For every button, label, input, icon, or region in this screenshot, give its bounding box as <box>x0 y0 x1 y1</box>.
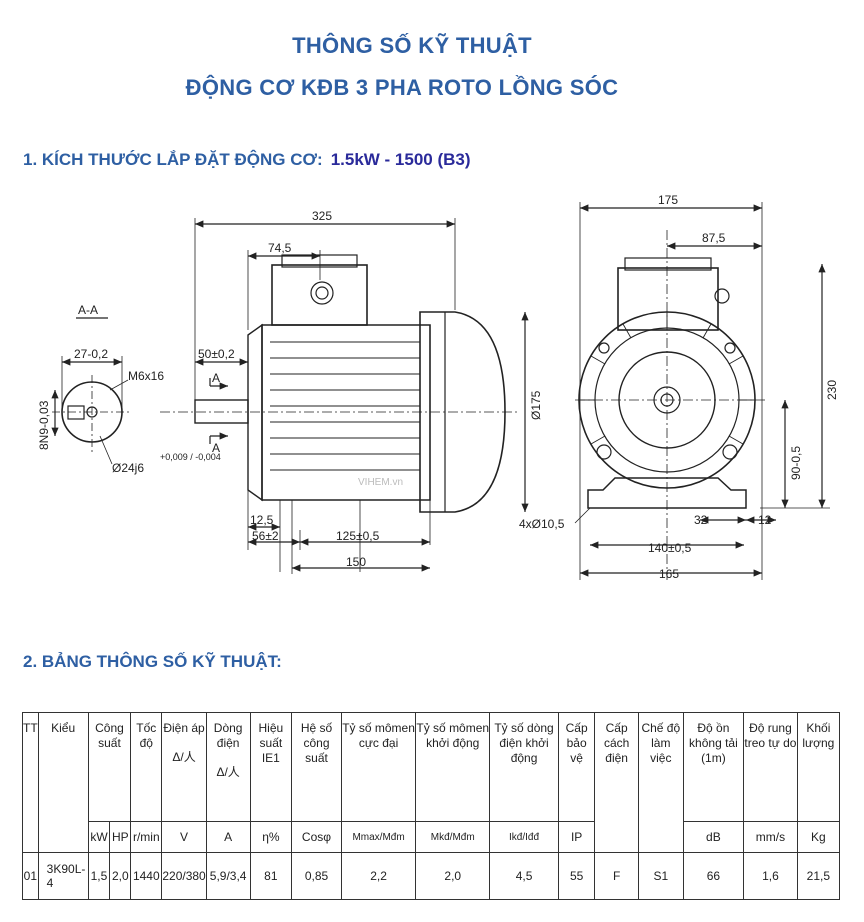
current-connection-symbol: Δ/人 <box>216 765 240 779</box>
unit-db: dB <box>682 821 745 853</box>
unit-a: A <box>205 821 251 853</box>
document-title: THÔNG SỐ KỸ THUẬT <box>292 33 532 58</box>
dim-175-diameter: Ø175 <box>529 390 543 420</box>
header-power: Công suất <box>87 712 132 822</box>
dim-175: 175 <box>658 193 678 207</box>
header-weight: Khối lượng <box>796 712 841 822</box>
cell-ip: 55 <box>557 852 596 900</box>
cell-rpm: 1440 <box>130 852 163 900</box>
dim-8n9: 8N9-0,03 <box>37 400 51 450</box>
header-voltage-label: Điện áp <box>163 721 205 735</box>
spec-header-row: TT Kiểu Công suất Tốc độ Điện áp Δ/人 Dòng… <box>22 712 841 853</box>
dim-125: 125±0,5 <box>336 529 380 543</box>
unit-ikd: Ikđ/Iđđ <box>489 821 559 853</box>
watermark: VIHEM.vn <box>358 477 403 488</box>
cell-start-current: 4,5 <box>489 852 559 900</box>
dim-24j6-tolerance: +0,009 / -0,004 <box>160 452 221 462</box>
spec-table: TT Kiểu Công suất Tốc độ Điện áp Δ/人 Dòng… <box>22 712 841 900</box>
dim-165: 165 <box>659 567 679 581</box>
dim-12: 12 <box>758 513 772 527</box>
dim-4x-holes: 4xØ10,5 <box>519 517 565 531</box>
unit-kg: Kg <box>796 821 841 853</box>
unit-mmax: Mmax/Mđm <box>340 821 417 853</box>
label-section-a-bottom: A <box>212 441 220 455</box>
unit-v: V <box>161 821 207 853</box>
dim-74-5: 74,5 <box>268 241 292 255</box>
header-speed: Tốc độ <box>130 712 163 822</box>
dim-12-5: 12,5 <box>250 513 274 527</box>
section-aa-view <box>51 317 132 465</box>
cell-current: 5,9/3,4 <box>205 852 251 900</box>
cell-kw: 1,5 <box>87 852 111 900</box>
cell-weight: 21,5 <box>796 852 841 900</box>
label-section-a-top: A <box>212 371 220 385</box>
dim-50: 50±0,2 <box>198 347 235 361</box>
header-insulation: Cấp cách điện <box>594 712 639 853</box>
unit-mkd: Mkđ/Mđm <box>415 821 491 853</box>
unit-cosphi: Cosφ <box>291 821 342 853</box>
unit-ip: IP <box>557 821 596 853</box>
dim-56: 56±2 <box>252 529 279 543</box>
header-model: Kiểu <box>37 712 89 853</box>
cell-efficiency: 81 <box>249 852 293 900</box>
unit-hp: HP <box>109 821 132 853</box>
header-efficiency: Hiệu suất IE1 <box>249 712 293 822</box>
spec-unit-row: kW HP r/min V A η% Cosφ Mmax/Mđm Mkđ/Mđm… <box>23 821 841 853</box>
header-max-torque: Tỷ số mômen cực đại <box>340 712 417 822</box>
dim-m6x16: M6x16 <box>128 369 164 383</box>
header-duty: Chế độ làm việc <box>637 712 684 853</box>
motor-side-view <box>160 218 529 574</box>
unit-kw: kW <box>87 821 111 853</box>
dim-87-5: 87,5 <box>702 231 726 245</box>
header-voltage: Điện áp Δ/人 <box>161 712 207 822</box>
header-tt: TT <box>22 712 39 853</box>
cell-insulation: F <box>594 852 639 900</box>
header-start-torque: Tỷ số mômen khởi động <box>415 712 491 822</box>
cell-voltage: 220/380 <box>161 852 207 900</box>
unit-eta: η% <box>249 821 293 853</box>
dim-150: 150 <box>346 555 366 569</box>
motor-dimension-drawing: A-A 27-0,2 M6x16 8N9-0,03 Ø24j6 +0,009 /… <box>37 193 839 581</box>
unit-rpm: r/min <box>130 821 163 853</box>
header-protection: Cấp bảo vệ <box>557 712 596 822</box>
section-dimensions-heading: 1. KÍCH THƯỚC LẮP ĐẶT ĐỘNG CƠ: 1.5kW - 15… <box>23 150 471 170</box>
dim-27: 27-0,2 <box>74 347 108 361</box>
dim-140: 140±0,5 <box>648 541 692 555</box>
dim-230: 230 <box>825 380 839 400</box>
voltage-connection-symbol: Δ/人 <box>172 750 196 764</box>
cell-noise: 66 <box>682 852 745 900</box>
motor-front-view <box>574 202 830 580</box>
cell-model: 3K90L-4 <box>37 852 89 900</box>
motor-model-highlight: 1.5kW - 1500 (B3) <box>330 150 471 169</box>
cell-start-torque: 2,0 <box>415 852 491 900</box>
cell-max-torque: 2,2 <box>340 852 417 900</box>
dim-325: 325 <box>312 209 332 223</box>
cell-vibration: 1,6 <box>743 852 798 900</box>
cell-tt: 01 <box>22 852 39 900</box>
unit-mms: mm/s <box>743 821 798 853</box>
section-specs-heading: 2. BẢNG THÔNG SỐ KỸ THUẬT: <box>23 652 282 671</box>
table-row: 01 3K90L-4 1,5 2,0 1440 220/380 5,9/3,4 … <box>22 852 841 900</box>
cell-cosphi: 0,85 <box>291 852 342 900</box>
header-current-label: Dòng điện <box>213 721 243 750</box>
header-power-factor: Hệ số công suất <box>291 712 342 822</box>
dim-90: 90-0,5 <box>789 446 803 480</box>
cell-hp: 2,0 <box>109 852 132 900</box>
dim-24j6: Ø24j6 <box>112 461 144 475</box>
document-subtitle: ĐỘNG CƠ KĐB 3 PHA ROTO LỒNG SÓC <box>185 75 619 100</box>
cell-duty: S1 <box>637 852 684 900</box>
section-dimensions-label: 1. KÍCH THƯỚC LẮP ĐẶT ĐỘNG CƠ: <box>23 150 323 169</box>
header-noise: Độ ồn không tải (1m) <box>682 712 745 822</box>
dim-32: 32 <box>694 513 708 527</box>
header-start-current: Tỷ số dòng điện khởi động <box>489 712 559 822</box>
header-vibration: Độ rung treo tự do <box>743 712 798 822</box>
label-section-aa: A-A <box>78 303 98 317</box>
